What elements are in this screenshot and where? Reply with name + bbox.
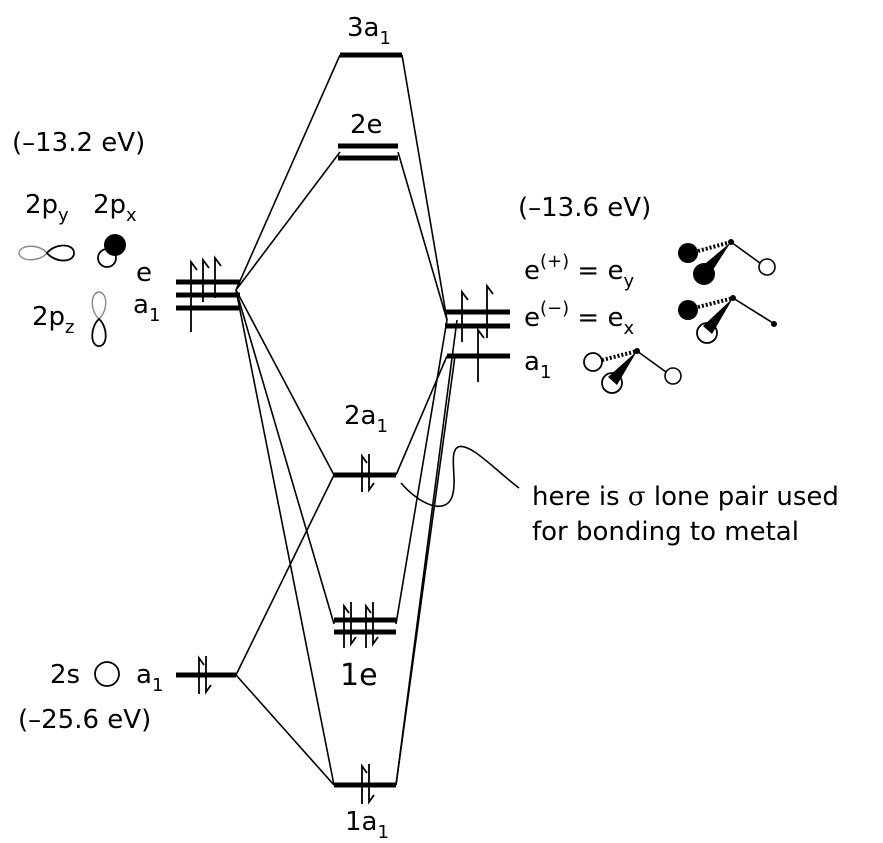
a1-group-orbital-icon bbox=[583, 348, 682, 394]
right-energy-label: (–13.6 eV) bbox=[518, 193, 651, 223]
left-2s-sym-a1: a1 bbox=[136, 660, 163, 696]
orbital-label-2pz: 2pz bbox=[32, 302, 75, 338]
2pz-orbital-icon bbox=[91, 291, 107, 347]
mo-2a1-level bbox=[334, 453, 396, 493]
electron-up-icon bbox=[202, 257, 210, 302]
corr-left-p-to-2e bbox=[235, 151, 341, 291]
electron-up-icon bbox=[361, 763, 368, 804]
corr-2s-to-2a1 bbox=[235, 474, 335, 676]
electron-down-icon bbox=[205, 656, 212, 695]
right-e-levels bbox=[445, 283, 510, 342]
annotation-line-1: here is σ lone pair used bbox=[532, 482, 839, 512]
electron-up-icon bbox=[190, 259, 198, 332]
left-2s-energy-label: (–25.6 eV) bbox=[18, 705, 151, 735]
mo-2a1-label: 2a1 bbox=[344, 401, 388, 437]
corr-left-p-to-1a1 bbox=[235, 289, 335, 786]
corr-2a1-to-right bbox=[395, 355, 448, 476]
orbital-label-2s: 2s bbox=[50, 660, 80, 690]
corr-left-p-to-2a1 bbox=[235, 289, 335, 476]
2px-orbital-icon bbox=[97, 234, 126, 268]
electron-up-icon bbox=[461, 289, 469, 342]
mo-1a1-level bbox=[334, 763, 396, 805]
corr-2e-to-right bbox=[397, 151, 448, 321]
mo-1e-level bbox=[334, 602, 396, 648]
corr-1e-to-right bbox=[395, 319, 448, 625]
mo-1a1-label: 1a1 bbox=[345, 807, 389, 843]
left-sym-a1: a1 bbox=[133, 290, 160, 326]
corr-right-a1-to-1a1 bbox=[395, 355, 456, 786]
electron-down-icon bbox=[372, 602, 379, 647]
corr-3a1-to-right bbox=[401, 54, 448, 321]
2py-orbital-icon bbox=[18, 244, 75, 262]
e-plus-label: e(+) = ey bbox=[524, 251, 634, 292]
electron-up-icon bbox=[486, 283, 494, 338]
annotation-leader-curve bbox=[400, 445, 520, 508]
orbital-label-2px: 2px bbox=[93, 190, 137, 226]
electron-down-icon bbox=[368, 454, 375, 493]
corr-left-p-to-1e bbox=[235, 289, 335, 625]
electron-up-icon bbox=[343, 603, 350, 648]
correlation-lines bbox=[235, 54, 458, 786]
e-minus-label: e(−) = ex bbox=[524, 298, 634, 339]
left-sym-e: e bbox=[136, 258, 152, 288]
electron-up-icon bbox=[477, 327, 485, 382]
electron-down-icon bbox=[368, 764, 375, 805]
right-sym-a1: a1 bbox=[524, 347, 551, 383]
mo-3a1-label: 3a1 bbox=[347, 13, 391, 49]
mo-2e-label: 2e bbox=[350, 110, 383, 140]
electron-up-icon bbox=[198, 655, 205, 694]
annotation-line-2: for bonding to metal bbox=[532, 517, 799, 547]
electron-up-icon bbox=[214, 255, 222, 298]
ey-group-orbital-icon bbox=[678, 239, 776, 285]
left-2s-level bbox=[176, 655, 236, 695]
2s-orbital-icon bbox=[94, 661, 120, 687]
left-2p-levels bbox=[176, 255, 240, 332]
corr-left-p-to-3a1 bbox=[235, 54, 341, 291]
orbital-label-2py: 2py bbox=[25, 190, 69, 226]
electron-down-icon bbox=[350, 602, 357, 647]
electron-up-icon bbox=[365, 603, 372, 648]
electron-up-icon bbox=[361, 453, 368, 492]
corr-2s-to-1a1 bbox=[235, 674, 335, 786]
left-energy-label: (–13.2 eV) bbox=[12, 128, 145, 158]
mo-1e-label: 1e bbox=[340, 658, 378, 693]
ex-group-orbital-icon bbox=[678, 295, 777, 344]
right-a1-level bbox=[447, 327, 510, 382]
